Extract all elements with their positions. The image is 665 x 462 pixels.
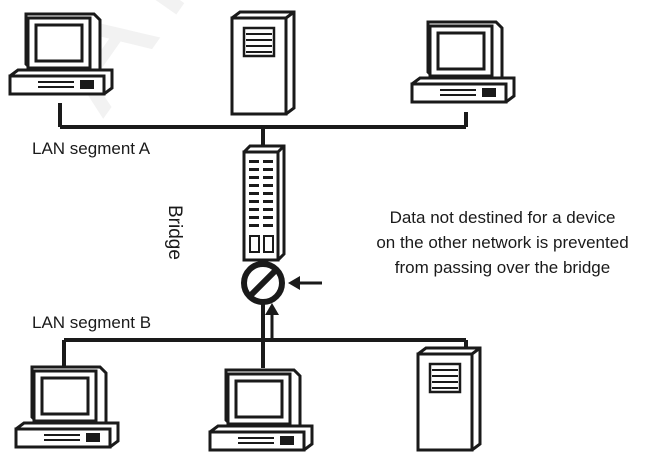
lan-segment-a-label: LAN segment A: [32, 139, 151, 158]
bridge-icon: [242, 144, 286, 262]
note-line-1: Data not destined for a device: [389, 208, 616, 227]
workstation-b2: [208, 368, 314, 452]
server-a: [230, 10, 296, 116]
workstation-b1: [14, 365, 120, 449]
workstation-a1: [8, 12, 114, 96]
bridge-label: Bridge: [164, 205, 185, 260]
prohibited-sign-icon: [241, 261, 285, 305]
server-b: [416, 346, 482, 452]
bridge-filtering-note: Data not destined for a device on the ot…: [340, 205, 665, 280]
workstation-a2: [410, 20, 516, 104]
lan-segment-b-label: LAN segment B: [32, 313, 152, 332]
note-line-3: from passing over the bridge: [394, 258, 611, 277]
blocked-traffic-arrow-right: [288, 276, 322, 290]
blocked-traffic-arrow-up: [265, 303, 279, 340]
note-line-2: on the other network is prevented: [376, 233, 629, 252]
